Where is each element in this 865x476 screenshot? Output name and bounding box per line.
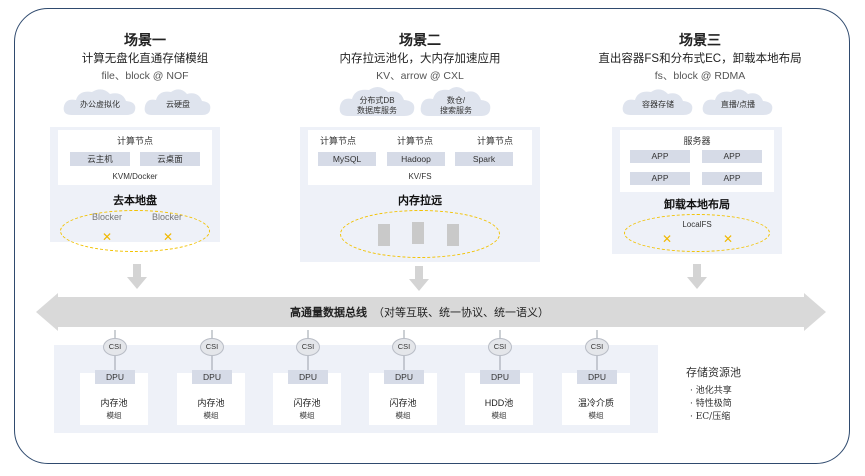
chip-app: APP bbox=[630, 172, 690, 185]
scene1-runtime: KVM/Docker bbox=[112, 172, 158, 181]
chip-hadoop: Hadoop bbox=[387, 152, 445, 166]
scene2-feature: 内存拉远 bbox=[398, 195, 442, 207]
cloud-icon bbox=[622, 89, 693, 115]
scene1-blocker-2: Blocker bbox=[151, 212, 182, 222]
chip-app: APP bbox=[702, 172, 762, 185]
scene1-node-title: 计算节点 bbox=[116, 136, 153, 146]
cloud-icon bbox=[63, 89, 136, 115]
chip-app: APP bbox=[630, 150, 690, 163]
bus-label: 高通量数据总线 （对等互联、统一协议、统一语义） bbox=[290, 304, 549, 320]
pool-name: HDD池 bbox=[484, 398, 514, 408]
pool-name: 内存池 bbox=[197, 398, 225, 408]
pool-module: 模组 bbox=[588, 411, 604, 420]
dpu-chip: DPU bbox=[480, 370, 520, 384]
scene1-title: 场景一 bbox=[124, 32, 166, 48]
scene1-protocol: file、block @ NOF bbox=[101, 70, 189, 82]
dpu-chip: DPU bbox=[384, 370, 424, 384]
cloud-icon bbox=[420, 86, 491, 116]
pool-module: 模组 bbox=[299, 411, 315, 420]
scene3-title: 场景三 bbox=[679, 32, 721, 48]
pool-name: 闪存池 bbox=[293, 398, 321, 408]
scene1-cloud-label-1: 办公虚拟化 bbox=[80, 100, 120, 109]
pool-name: 闪存池 bbox=[389, 398, 417, 408]
down-arrow-icon bbox=[127, 264, 147, 289]
diagram-frame bbox=[14, 8, 850, 464]
chip-cloud-desktop: 云桌面 bbox=[140, 152, 200, 166]
resource-pool-title: 存储资源池 bbox=[686, 366, 741, 379]
scene1-feature: 去本地盘 bbox=[113, 195, 157, 207]
dpu-chip: DPU bbox=[288, 370, 328, 384]
pool-module: 模组 bbox=[203, 411, 219, 420]
scene2-node-title-3: 计算节点 bbox=[476, 136, 513, 146]
pool-module: 模组 bbox=[491, 411, 507, 420]
pool-module: 模组 bbox=[395, 411, 411, 420]
scene3-cloud-label-1: 容器存储 bbox=[642, 100, 674, 109]
scene2-title: 场景二 bbox=[399, 32, 441, 48]
scene3-dashed-ellipse bbox=[624, 214, 770, 252]
cross-icon: ✕ bbox=[723, 232, 734, 246]
scene2-subtitle: 内存拉远池化，大内存加速应用 bbox=[339, 53, 501, 65]
csi-badge: CSI bbox=[585, 338, 609, 356]
cross-icon: ✕ bbox=[662, 232, 673, 246]
down-arrow-icon bbox=[687, 264, 707, 289]
scene3-node-title: 服务器 bbox=[683, 136, 711, 146]
pool-name: 温冷介质 bbox=[577, 398, 614, 408]
scene3-protocol: fs、block @ RDMA bbox=[654, 70, 746, 82]
scene3-feature: 卸载本地布局 bbox=[664, 199, 730, 211]
bus-title: 高通量数据总线 bbox=[290, 307, 367, 319]
chip-cloud-host: 云主机 bbox=[70, 152, 130, 166]
dpu-chip: DPU bbox=[192, 370, 232, 384]
csi-badge: CSI bbox=[488, 338, 512, 356]
resource-pool-item: · 特性极简 bbox=[690, 399, 732, 409]
scene2-protocol: KV、arrow @ CXL bbox=[376, 70, 464, 82]
scene1-subtitle: 计算无盘化直通存储模组 bbox=[81, 53, 209, 65]
cloud-icon bbox=[144, 89, 211, 115]
memory-block bbox=[412, 222, 424, 244]
scene2-node-title-2: 计算节点 bbox=[396, 136, 433, 146]
memory-block bbox=[447, 224, 459, 246]
pool-module: 模组 bbox=[106, 411, 122, 420]
bus-description: （对等互联、统一协议、统一语义） bbox=[373, 307, 549, 319]
down-arrow-icon bbox=[409, 266, 429, 291]
scene3-localfs: LocalFS bbox=[682, 220, 712, 229]
scene1-cloud-label-2: 云硬盘 bbox=[166, 100, 190, 109]
csi-badge: CSI bbox=[392, 338, 416, 356]
csi-badge: CSI bbox=[296, 338, 320, 356]
scene2-node-title-1: 计算节点 bbox=[319, 136, 356, 146]
storage-pool-area bbox=[54, 345, 658, 433]
scene3-subtitle: 直出容器FS和分布式EC，卸载本地布局 bbox=[598, 53, 802, 65]
scene1-blocker-1: Blocker bbox=[91, 212, 122, 222]
chip-mysql: MySQL bbox=[318, 152, 376, 166]
chip-app: APP bbox=[702, 150, 762, 163]
csi-badge: CSI bbox=[200, 338, 224, 356]
cross-icon: ✕ bbox=[102, 230, 113, 244]
scene1-dashed-ellipse bbox=[60, 210, 210, 252]
data-bus-arrow bbox=[36, 293, 826, 331]
memory-block bbox=[378, 224, 390, 246]
scene2-cloud-label-1: 分布式DB 数据库服务 bbox=[357, 96, 397, 115]
resource-pool-item: · EC/压缩 bbox=[690, 412, 731, 422]
dpu-chip: DPU bbox=[577, 370, 617, 384]
pool-name: 内存池 bbox=[100, 398, 128, 408]
chip-spark: Spark bbox=[455, 152, 513, 166]
scene2-dashed-ellipse bbox=[340, 210, 500, 258]
cloud-icon bbox=[339, 86, 415, 116]
scene2-runtime: KV/FS bbox=[408, 172, 432, 181]
cross-icon: ✕ bbox=[163, 230, 174, 244]
dpu-chip: DPU bbox=[95, 370, 135, 384]
scene3-cloud-label-2: 直播/点播 bbox=[720, 100, 756, 109]
resource-pool-item: · 池化共享 bbox=[690, 386, 732, 396]
cloud-icon bbox=[702, 89, 773, 115]
scene2-cloud-label-2: 数仓/ 搜索服务 bbox=[440, 96, 472, 115]
csi-badge: CSI bbox=[103, 338, 127, 356]
